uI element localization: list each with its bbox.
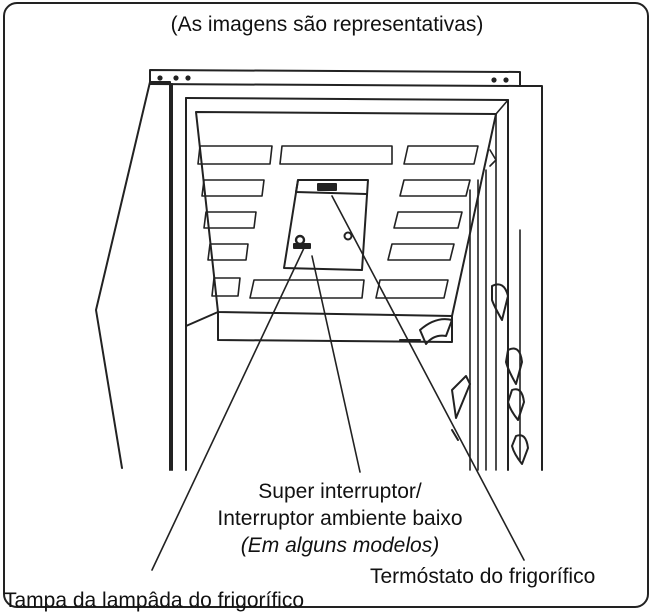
some-models-note: (Em alguns modelos) [150,535,530,556]
representative-images-caption: (As imagens são representativas) [0,14,654,35]
thermostat-label: Termóstato do frigorífico [370,566,595,587]
low-ambient-switch-label: Interruptor ambiente baixo [150,508,530,529]
control-housing [284,180,368,270]
ventilation-slots [198,146,478,298]
lamp-cover-label: Tampa da lampâda do frigorífico [4,590,304,611]
super-switch-label: Super interruptor/ [150,481,530,502]
open-door [96,82,170,470]
